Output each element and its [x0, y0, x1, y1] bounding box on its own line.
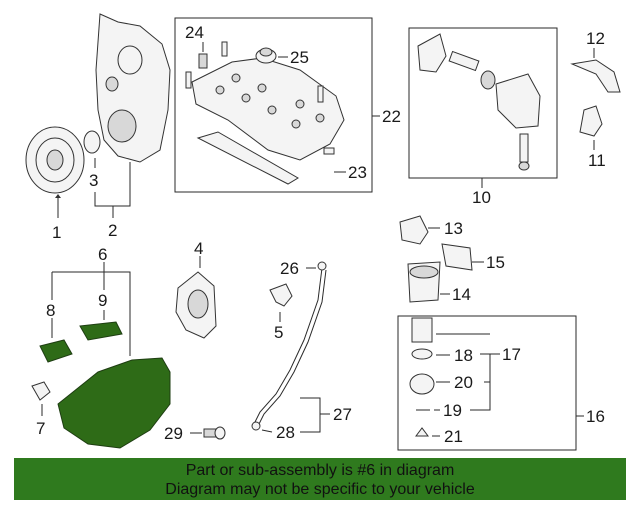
- valve-cover-group-box: [174, 17, 373, 193]
- callout-7: 7: [36, 419, 45, 438]
- callout-15: 15: [486, 253, 505, 272]
- valve-cover: [191, 57, 345, 161]
- callout-5: 5: [274, 323, 283, 342]
- notice-line-2: Diagram may not be specific to your vehi…: [165, 481, 475, 498]
- notice-banner: Part or sub-assembly is #6 in diagram Di…: [14, 458, 626, 500]
- oil-filler-cap: [255, 47, 277, 64]
- pump-group-box: [408, 27, 558, 179]
- callout-27: 27: [333, 405, 352, 424]
- crankshaft-pulley: [25, 126, 85, 194]
- cover-bolt: [185, 41, 335, 155]
- callout-29: 29: [164, 424, 183, 443]
- notice-line-1: Part or sub-assembly is #6 in diagram: [185, 462, 455, 479]
- callout-26: 26: [280, 259, 299, 278]
- oil-level-sensor: [31, 381, 51, 401]
- callout-1: 1: [52, 223, 61, 242]
- callout-23: 23: [348, 163, 367, 182]
- rear-seal-housing: [175, 271, 217, 339]
- front-seal: [83, 130, 101, 154]
- oil-baffle: [269, 283, 293, 307]
- filter-adapter: [399, 215, 473, 303]
- callout-20: 20: [454, 373, 473, 392]
- callout-13: 13: [444, 219, 463, 238]
- oil-filter-group-box: [397, 315, 577, 451]
- timing-cover: [95, 13, 171, 163]
- callout-16: 16: [586, 407, 605, 426]
- callout-28: 28: [276, 423, 295, 442]
- oil-filter: [409, 317, 435, 437]
- oil-pump: [417, 33, 541, 171]
- callout-22: 22: [382, 107, 401, 126]
- callout-24: 24: [185, 23, 204, 42]
- callout-6: 6: [98, 245, 107, 264]
- callout-9: 9: [98, 291, 107, 310]
- callout-14: 14: [452, 285, 471, 304]
- callout-21: 21: [444, 427, 463, 446]
- callout-2: 2: [108, 221, 117, 240]
- drain-plug: [203, 426, 226, 440]
- oil-pan: [39, 321, 171, 449]
- callout-11: 11: [588, 151, 606, 170]
- bracket-11: [579, 105, 603, 137]
- bracket-12: [570, 59, 621, 93]
- valve-cover-gasket: [196, 131, 299, 185]
- callout-25: 25: [290, 48, 309, 67]
- dipstick-tube: [251, 261, 327, 431]
- callout-17: 17: [502, 345, 521, 364]
- callout-10: 10: [472, 188, 491, 207]
- callout-4: 4: [194, 239, 203, 258]
- callout-18: 18: [454, 346, 473, 365]
- callout-3: 3: [89, 171, 98, 190]
- callout-12: 12: [586, 29, 605, 48]
- callout-8: 8: [46, 301, 55, 320]
- callout-19: 19: [443, 401, 462, 420]
